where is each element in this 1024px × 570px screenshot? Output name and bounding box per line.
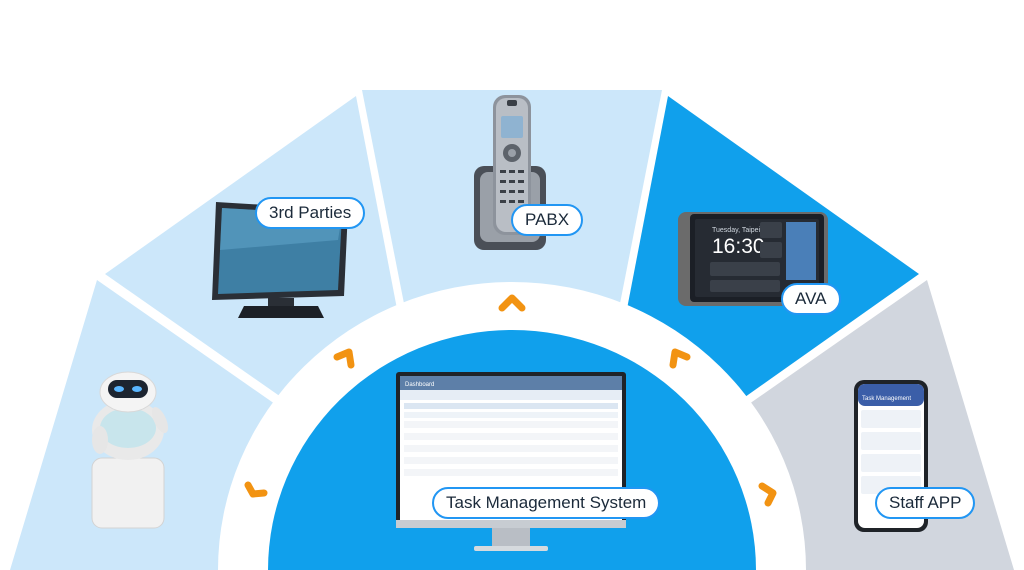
staff-app-title: Task Management	[862, 396, 911, 402]
smart-display-icon: Tuesday, Taipei 16:30	[678, 212, 828, 306]
arrow-to-3rd-parties	[333, 348, 355, 369]
desktop-monitor-icon: Dashboard	[396, 372, 626, 551]
arrow-to-ava	[669, 348, 691, 369]
arrow-to-pabx	[498, 294, 526, 312]
robot-icon	[91, 371, 169, 529]
arrow-to-staff-app	[758, 482, 777, 507]
node-label-ava: AVA	[781, 283, 841, 315]
tms-screen-title: Dashboard	[405, 382, 434, 388]
arrow-to-robot	[244, 481, 268, 498]
cordless-phone-icon	[474, 95, 546, 250]
node-label-3rd-parties: 3rd Parties	[255, 197, 366, 229]
node-label-pabx: PABX	[511, 204, 584, 236]
ava-clock: 16:30	[712, 235, 765, 258]
ava-location: Tuesday, Taipei	[712, 227, 761, 234]
center-label-task-management-system: Task Management System	[432, 487, 661, 519]
node-label-staff-app: Staff APP	[875, 487, 976, 519]
